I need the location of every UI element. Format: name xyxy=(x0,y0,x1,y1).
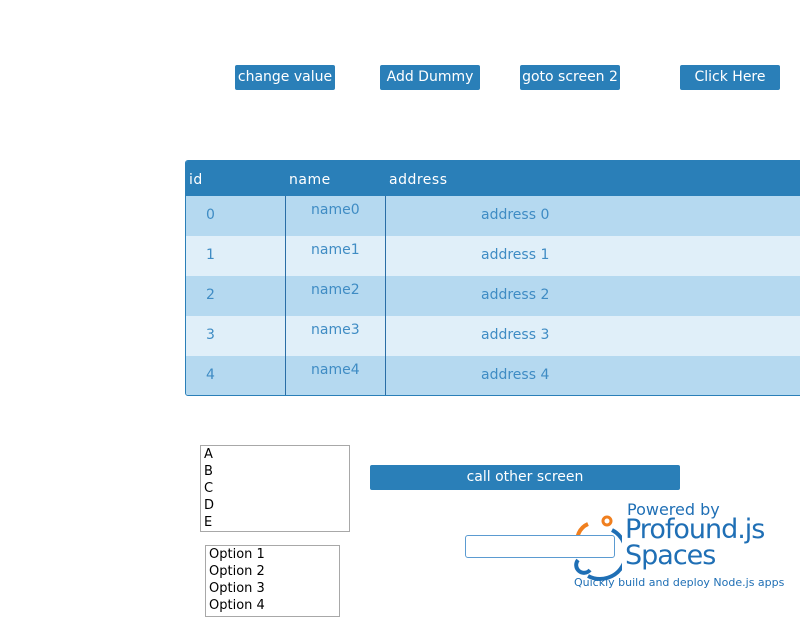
table-row[interactable]: 4 name4 address 4 xyxy=(186,356,800,395)
cell-name: name0 xyxy=(311,202,360,218)
cell-address: address 2 xyxy=(481,287,550,303)
header-address[interactable]: address xyxy=(389,172,448,188)
column-divider[interactable] xyxy=(385,196,386,395)
table-row[interactable]: 3 name3 address 3 xyxy=(186,316,800,356)
list-item[interactable]: Option 3 xyxy=(209,581,265,596)
cell-address: address 3 xyxy=(481,327,550,343)
options-listbox[interactable]: Option 1 Option 2 Option 3 Option 4 xyxy=(205,545,340,617)
profoundjs-logo: Powered by Profound.js Spaces Quickly bu… xyxy=(570,500,800,600)
cell-id: 1 xyxy=(206,247,215,263)
header-id[interactable]: id xyxy=(189,172,203,188)
cell-address: address 4 xyxy=(481,367,550,383)
cell-id: 4 xyxy=(206,367,215,383)
table-row[interactable]: 0 name0 address 0 xyxy=(186,196,800,236)
product-name-line2: Spaces xyxy=(625,540,716,571)
cell-name: name2 xyxy=(311,282,360,298)
cell-id: 3 xyxy=(206,327,215,343)
list-item[interactable]: E xyxy=(204,515,213,530)
table-row[interactable]: 2 name2 address 2 xyxy=(186,276,800,316)
tagline: Quickly build and deploy Node.js apps xyxy=(574,576,785,589)
cell-address: address 1 xyxy=(481,247,550,263)
column-divider[interactable] xyxy=(285,196,286,395)
change-value-button[interactable]: change value xyxy=(235,65,335,90)
text-input[interactable] xyxy=(465,535,615,558)
list-item[interactable]: Option 1 xyxy=(209,547,265,562)
cell-name: name1 xyxy=(311,242,360,258)
call-other-screen-button[interactable]: call other screen xyxy=(370,465,680,490)
goto-screen-2-button[interactable]: goto screen 2 xyxy=(520,65,620,90)
letters-listbox[interactable]: A B C D E xyxy=(200,445,350,532)
data-grid: id name address 0 name0 address 0 1 name1 ad… xyxy=(185,160,800,396)
product-name-line1: Profound.js xyxy=(625,514,765,545)
powered-by-text: Powered by xyxy=(627,500,720,519)
list-item[interactable]: D xyxy=(204,498,215,513)
grid-header: id name address xyxy=(186,161,800,196)
list-item[interactable]: Option 2 xyxy=(209,564,265,579)
list-item[interactable]: C xyxy=(204,481,214,496)
cell-address: address 0 xyxy=(481,207,550,223)
click-here-button[interactable]: Click Here xyxy=(680,65,780,90)
cell-name: name4 xyxy=(311,362,360,378)
table-row[interactable]: 1 name1 address 1 xyxy=(186,236,800,276)
cell-id: 2 xyxy=(206,287,215,303)
add-dummy-button[interactable]: Add Dummy xyxy=(380,65,480,90)
cell-name: name3 xyxy=(311,322,360,338)
cell-id: 0 xyxy=(206,207,215,223)
list-item[interactable]: A xyxy=(204,447,213,462)
header-name[interactable]: name xyxy=(289,172,331,188)
list-item[interactable]: B xyxy=(204,464,213,479)
